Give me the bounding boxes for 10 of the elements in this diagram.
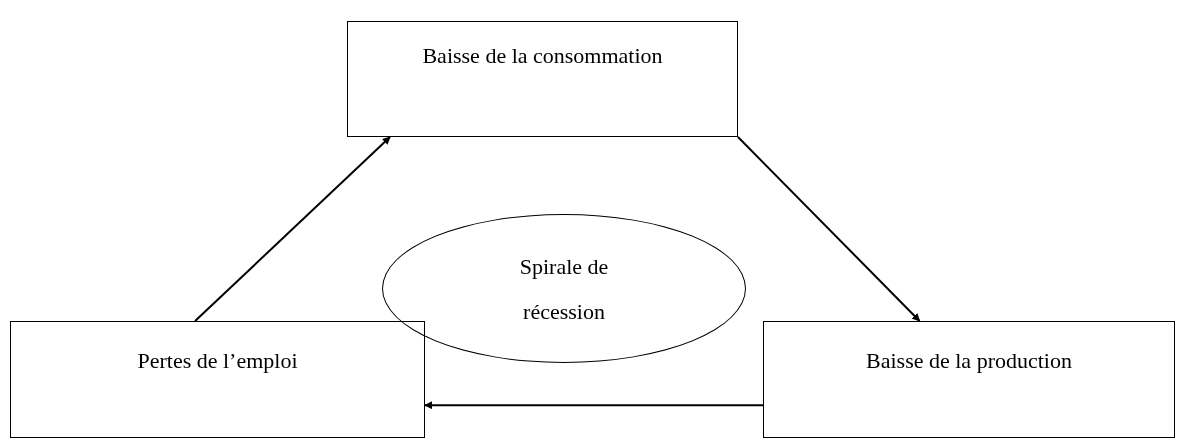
- arrow: [194, 136, 391, 322]
- arrow: [737, 136, 921, 322]
- node-label: Baisse de la production: [866, 347, 1072, 375]
- process-box: [347, 21, 738, 137]
- node-label: Spirale de récession: [518, 252, 610, 326]
- node-label: Pertes de l’emploi: [137, 347, 298, 375]
- process-box: [763, 321, 1175, 438]
- node-label: Baisse de la consommation: [422, 42, 663, 70]
- arrow: [424, 401, 764, 410]
- process-box: [10, 321, 425, 438]
